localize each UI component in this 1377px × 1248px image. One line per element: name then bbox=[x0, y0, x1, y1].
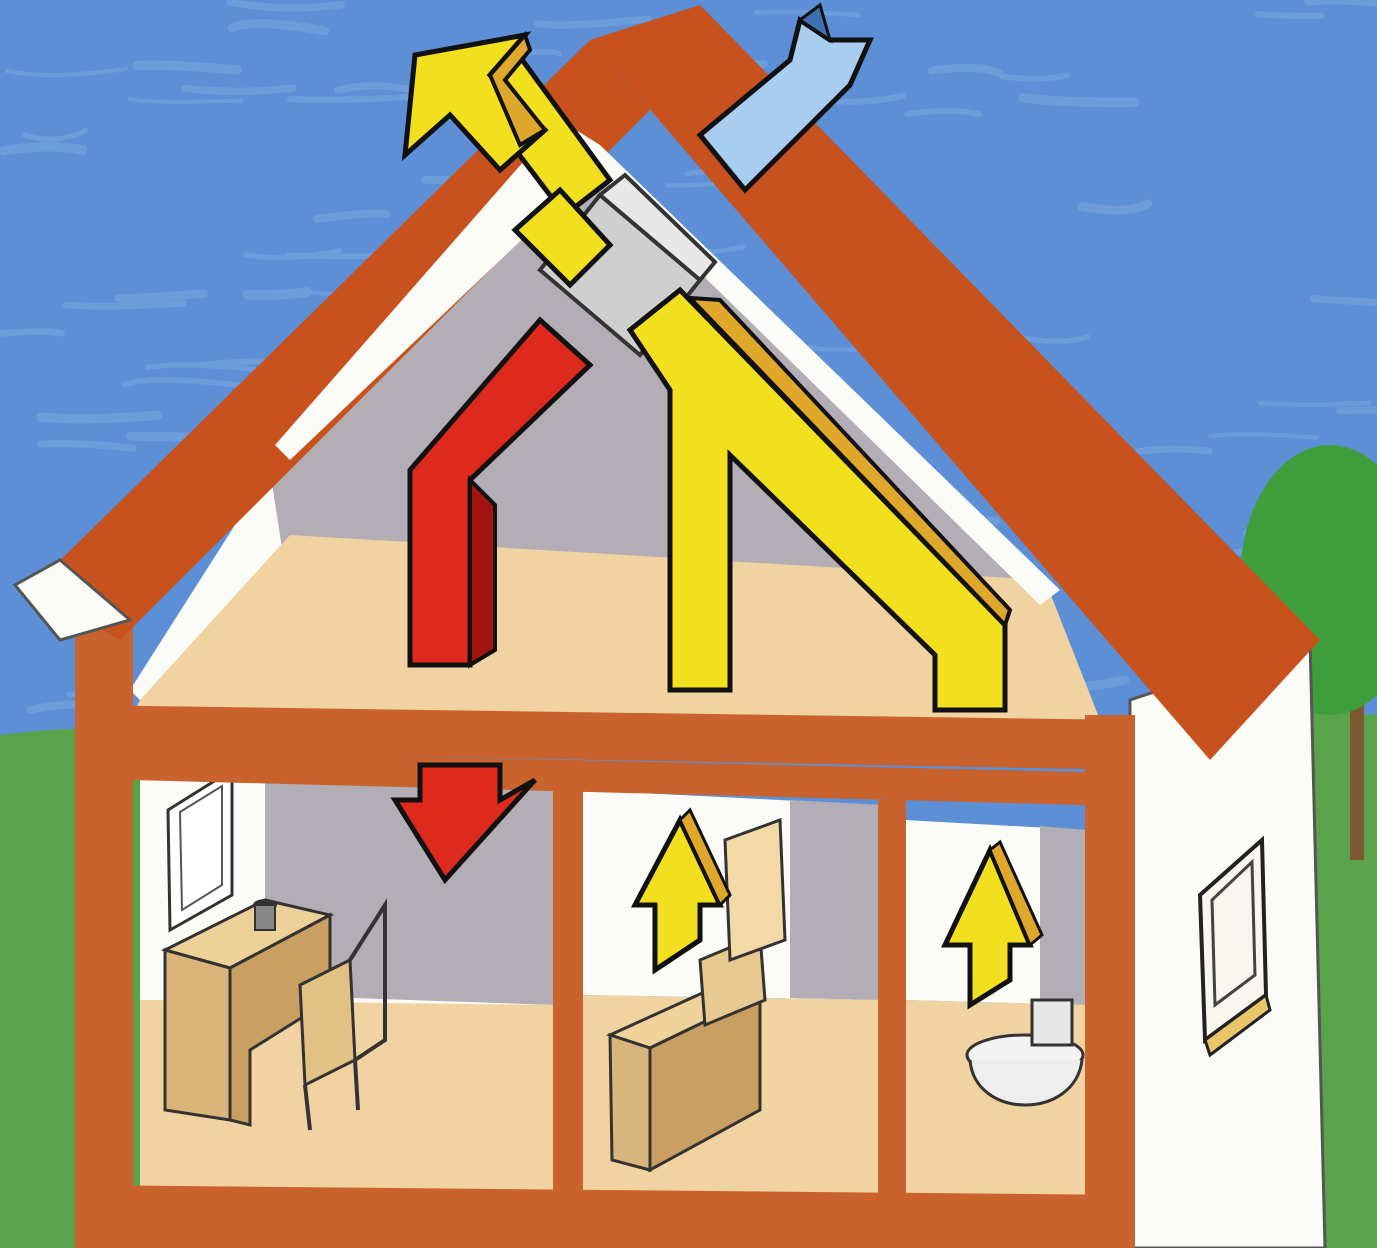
sky-brush-stroke bbox=[66, 303, 183, 306]
sky-brush-stroke bbox=[247, 292, 307, 295]
floor-beam bbox=[75, 1185, 1135, 1248]
sky-brush-stroke bbox=[907, 111, 979, 115]
supply-duct-side bbox=[470, 480, 495, 665]
sky-brush-stroke bbox=[137, 65, 237, 70]
sky-brush-stroke bbox=[185, 88, 293, 91]
sky-brush-stroke bbox=[1258, 14, 1322, 16]
wall-divider-1 bbox=[553, 770, 583, 1248]
sky-brush-stroke bbox=[1339, 410, 1377, 413]
sky-brush-stroke bbox=[40, 415, 157, 419]
sky-brush-stroke bbox=[1314, 299, 1377, 303]
kitchen-grey-wall bbox=[790, 800, 880, 1000]
bathroom-grey-wall bbox=[1040, 826, 1085, 1005]
right-post bbox=[1085, 715, 1135, 1248]
sky-brush-stroke bbox=[119, 294, 204, 299]
wall-divider-2 bbox=[878, 800, 906, 1248]
sky-brush-stroke bbox=[1023, 98, 1135, 103]
sky-brush-stroke bbox=[290, 97, 408, 100]
sky-brush-stroke bbox=[0, 332, 62, 334]
sky-brush-stroke bbox=[4, 147, 83, 151]
sky-brush-stroke bbox=[130, 436, 195, 437]
sky-brush-stroke bbox=[1260, 403, 1370, 405]
tree-trunk bbox=[1350, 690, 1364, 860]
